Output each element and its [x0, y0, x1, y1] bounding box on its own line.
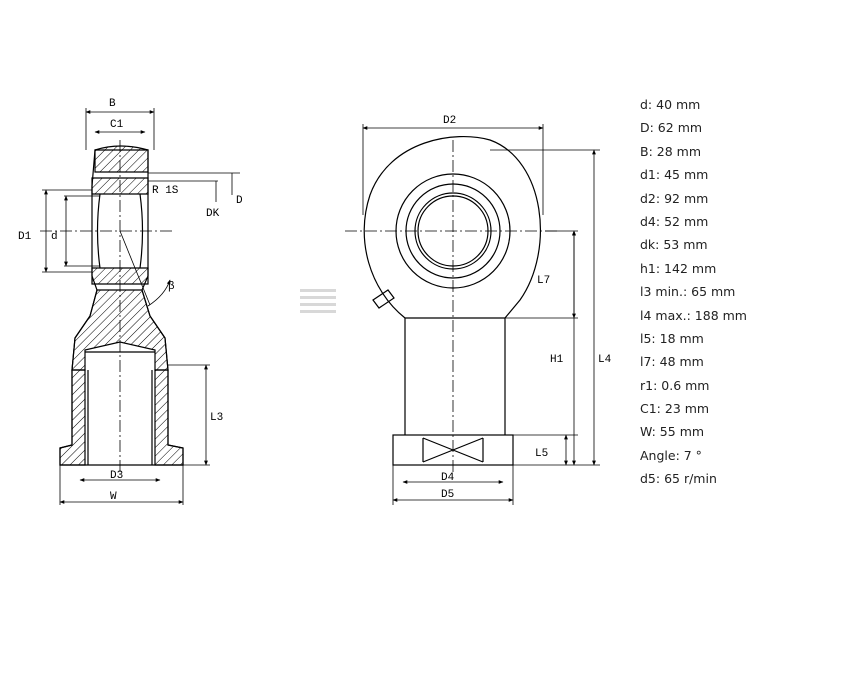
label-W: W	[110, 491, 117, 503]
spec-item: Angle: 7 °	[640, 447, 702, 463]
grease-nipple	[372, 289, 395, 309]
label-H1: H1	[550, 354, 564, 366]
spec-item: l7: 48 mm	[640, 354, 704, 370]
label-L5: L5	[535, 448, 548, 460]
spec-item: C1: 23 mm	[640, 401, 710, 417]
side-top-hatch	[94, 145, 149, 173]
spec-item: dk: 53 mm	[640, 237, 708, 253]
side-dimensions	[40, 108, 240, 505]
side-left-wall-hatch	[59, 369, 86, 466]
label-L7: L7	[537, 275, 550, 287]
side-right-wall-hatch	[154, 369, 184, 466]
label-DK: DK	[206, 208, 220, 220]
spec-item: l4 max.: 188 mm	[640, 307, 747, 323]
label-D2: D2	[443, 115, 456, 127]
spec-list: d: 40 mm D: 62 mm B: 28 mm d1: 45 mm d2:…	[640, 95, 747, 493]
label-D3: D3	[110, 470, 123, 482]
watermark-logo	[300, 289, 336, 313]
spec-item: h1: 142 mm	[640, 260, 717, 276]
label-L4: L4	[598, 354, 612, 366]
front-eye-outline	[363, 135, 541, 319]
spec-item: d1: 45 mm	[640, 167, 709, 183]
spec-item: l3 min.: 65 mm	[640, 284, 736, 300]
spec-item: d2: 92 mm	[640, 190, 709, 206]
label-beta: β	[168, 281, 175, 293]
front-dimensions	[345, 124, 600, 505]
spec-item: d5: 65 r/min	[640, 471, 717, 487]
spec-item: B: 28 mm	[640, 143, 701, 159]
spec-item: d: 40 mm	[640, 97, 701, 112]
label-d: d	[51, 231, 58, 243]
label-L3: L3	[210, 412, 223, 424]
label-R1S: R 1S	[152, 185, 179, 197]
spec-item: W: 55 mm	[640, 424, 705, 440]
spec-item: D: 62 mm	[640, 120, 703, 136]
spec-item: d4: 52 mm	[640, 213, 709, 229]
spec-item: r1: 0.6 mm	[640, 377, 710, 393]
label-D: D	[236, 195, 243, 207]
label-C1: C1	[110, 119, 124, 131]
front-view	[363, 135, 541, 466]
label-D1: D1	[18, 231, 32, 243]
label-D5: D5	[441, 489, 454, 501]
spec-item: l5: 18 mm	[640, 330, 704, 346]
label-D4: D4	[441, 472, 455, 484]
label-B: B	[109, 98, 116, 110]
